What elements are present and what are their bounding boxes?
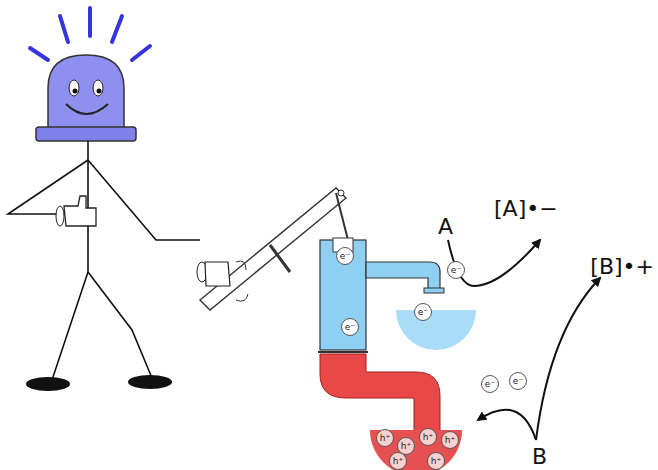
led-dome bbox=[48, 55, 124, 128]
species-label: A bbox=[438, 216, 453, 238]
oxidation-arrow bbox=[478, 410, 536, 440]
led-base bbox=[36, 127, 136, 141]
charge-symbol: e⁻ bbox=[513, 377, 523, 386]
charge-symbol: e⁻ bbox=[485, 380, 495, 389]
charge-circle: h⁺ bbox=[419, 428, 437, 446]
charge-symbol: h⁺ bbox=[431, 457, 441, 466]
charge-circle: e⁻ bbox=[414, 303, 432, 321]
charge-symbol: e⁻ bbox=[340, 252, 350, 261]
charge-symbol: e⁻ bbox=[418, 308, 428, 317]
charge-circle: h⁺ bbox=[376, 429, 394, 447]
thumbs-up-hand bbox=[64, 196, 96, 226]
oxidation-arrow bbox=[536, 278, 600, 440]
charge-circle: e⁻ bbox=[341, 318, 359, 336]
species-label: B bbox=[532, 446, 547, 468]
charge-circle: h⁺ bbox=[427, 452, 445, 470]
species-label: [B]•+ bbox=[590, 256, 654, 278]
species-label: [A]•− bbox=[494, 198, 558, 220]
charge-circle: h⁺ bbox=[389, 452, 407, 470]
charge-symbol: h⁺ bbox=[423, 433, 433, 442]
charge-symbol: h⁺ bbox=[393, 457, 403, 466]
charge-symbol: h⁺ bbox=[380, 434, 390, 443]
charge-symbol: h⁺ bbox=[445, 436, 455, 445]
light-rays bbox=[30, 8, 150, 60]
charge-symbol: h⁺ bbox=[401, 442, 411, 451]
stick-figure bbox=[8, 141, 200, 380]
charge-symbol: e⁻ bbox=[451, 266, 461, 275]
hole-basin bbox=[370, 430, 462, 470]
reduction-arrow bbox=[448, 240, 540, 286]
charge-circle: e⁻ bbox=[481, 375, 499, 393]
foot bbox=[26, 377, 70, 391]
charge-circle: e⁻ bbox=[336, 247, 354, 265]
electron-basin bbox=[396, 310, 476, 350]
charge-circle: e⁻ bbox=[447, 261, 465, 279]
foot bbox=[128, 375, 172, 389]
charge-circle: h⁺ bbox=[441, 431, 459, 449]
charge-circle: e⁻ bbox=[509, 372, 527, 390]
charge-symbol: e⁻ bbox=[345, 323, 355, 332]
